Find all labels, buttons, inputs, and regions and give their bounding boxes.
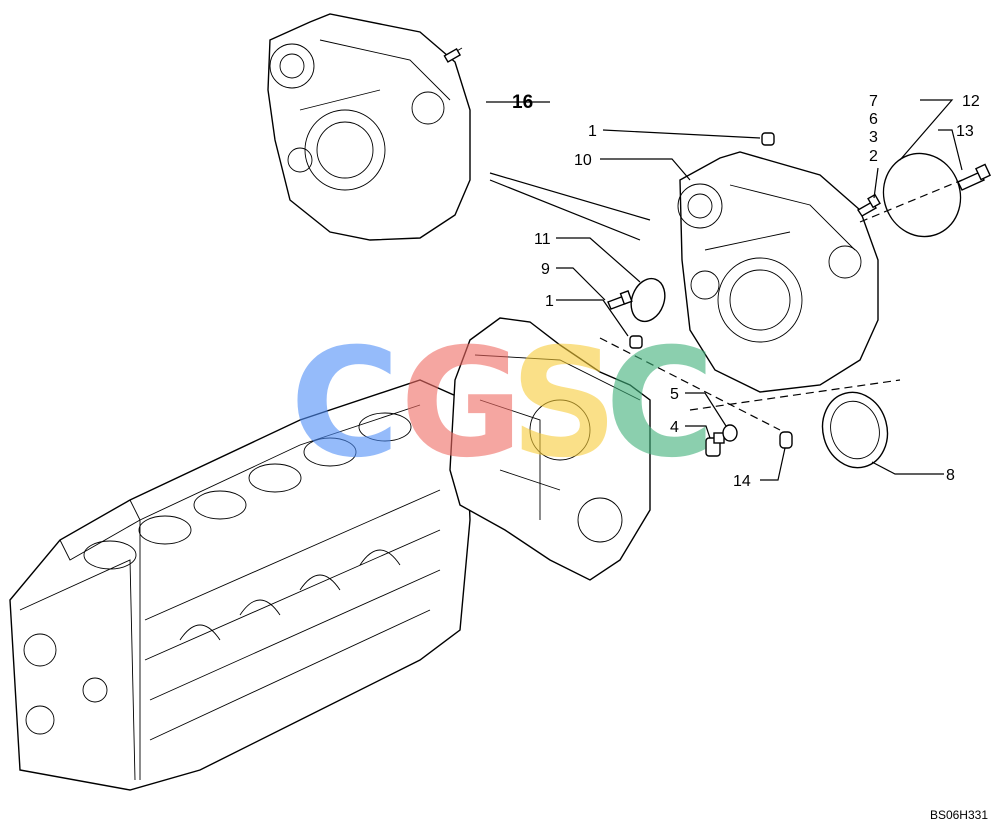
callout-5: 5 — [670, 386, 679, 403]
callout-11: 11 — [534, 231, 551, 248]
cylinder-bores — [83, 412, 412, 570]
o-ring-5 — [722, 424, 738, 442]
callout-16: 16 — [512, 92, 533, 113]
watermark-letter-4: C — [605, 317, 715, 491]
callout-3: 3 — [869, 129, 878, 146]
callout-4: 4 — [670, 419, 679, 436]
callout-14: 14 — [733, 473, 751, 490]
seal-ring-8 — [821, 391, 889, 469]
plug-1b — [629, 335, 643, 349]
screw-2 — [857, 193, 881, 217]
callout-2: 2 — [869, 148, 878, 165]
callout-7: 7 — [869, 93, 878, 110]
callout-12: 12 — [962, 93, 980, 110]
cover-plate-12 — [882, 152, 962, 238]
timing-cover-10 — [677, 151, 879, 393]
screw-9 — [607, 290, 633, 310]
engine-block — [9, 379, 471, 791]
watermark-letter-1: C — [290, 317, 400, 491]
dowel-14 — [779, 431, 793, 449]
reference-code: BS06H331 — [929, 808, 988, 822]
gear-housing-plate — [449, 317, 651, 581]
callout-10: 10 — [574, 152, 592, 169]
timing-cover-16 — [267, 13, 471, 241]
bolt-13 — [957, 163, 991, 191]
plug-4 — [705, 432, 725, 457]
plug-1a — [761, 132, 775, 146]
callout-13: 13 — [956, 123, 974, 140]
callout-9: 9 — [541, 261, 550, 278]
callouts: 16 1 10 11 9 1 7 6 3 2 12 13 5 4 14 8 — [512, 92, 980, 490]
callout-1-lower: 1 — [545, 293, 554, 310]
callout-8: 8 — [946, 467, 955, 484]
callout-1-top: 1 — [588, 123, 597, 140]
cover-11 — [630, 277, 666, 323]
watermark-letter-3: S — [510, 317, 618, 491]
callout-6: 6 — [869, 111, 878, 128]
watermark: C G S C — [290, 317, 715, 491]
watermark-letter-2: G — [400, 317, 523, 491]
leader-lines — [486, 99, 963, 481]
